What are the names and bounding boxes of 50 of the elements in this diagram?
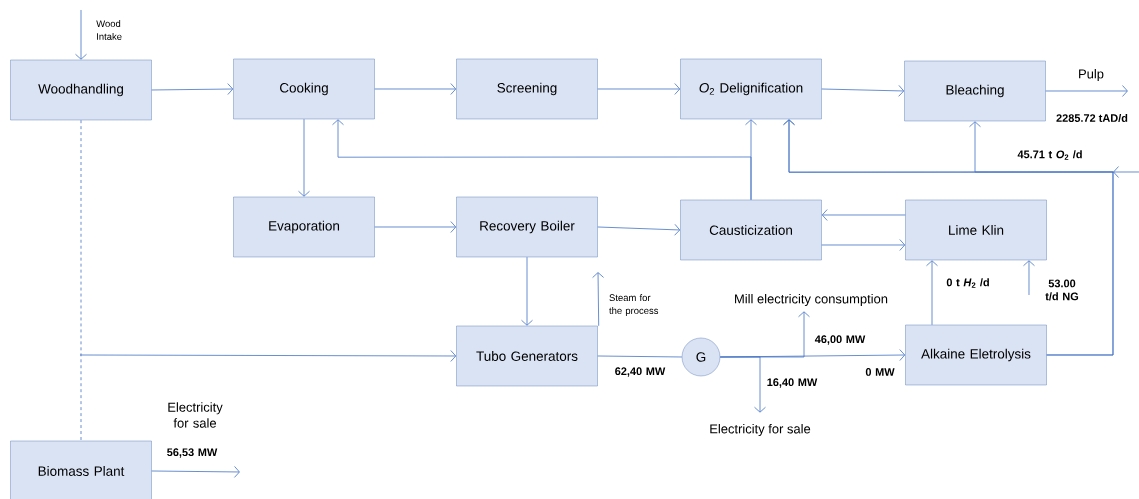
flow-text: Mill electricity consumption bbox=[735, 293, 888, 307]
edge-label: Steam for the process bbox=[609, 294, 659, 316]
arrow bbox=[926, 260, 938, 326]
flow-text: Electricity for sale bbox=[710, 423, 811, 437]
arrow bbox=[969, 121, 1114, 356]
arrow bbox=[597, 83, 681, 95]
process-box: Tubo Generators bbox=[456, 325, 598, 387]
edge-label: 62,40 MW bbox=[615, 367, 666, 377]
arrow bbox=[79, 350, 457, 362]
arrow bbox=[597, 223, 681, 236]
dashed-line bbox=[80, 119, 82, 442]
arrow bbox=[374, 83, 457, 95]
process-box: Recovery Boiler bbox=[456, 196, 598, 258]
arrow bbox=[719, 356, 766, 413]
arrow bbox=[821, 239, 906, 251]
arrow bbox=[332, 119, 752, 201]
process-box: Lime Klin bbox=[905, 199, 1047, 261]
edge-label: 0 MW bbox=[865, 368, 895, 376]
edge-label: 16,40 MW bbox=[767, 378, 818, 388]
process-box: Screening bbox=[456, 58, 598, 120]
arrow bbox=[75, 9, 87, 60]
arrow bbox=[821, 84, 905, 97]
process-box: Cooking bbox=[233, 58, 375, 120]
process-box: Woodhandling bbox=[10, 59, 152, 121]
arrow bbox=[1023, 260, 1035, 296]
process-box: Causticization bbox=[680, 199, 822, 261]
process-box: Alkaine Eletrolysis bbox=[905, 324, 1047, 386]
edge-label: Pulp bbox=[1079, 68, 1104, 82]
text-label: Electricity for sale bbox=[168, 402, 223, 428]
edge-label: Wood Intake bbox=[96, 20, 122, 40]
edge-label: 46,00 MW bbox=[814, 335, 866, 345]
process-box: Biomass Plant bbox=[10, 440, 152, 499]
arrow bbox=[592, 272, 604, 327]
edge-label: 45.71 t O$_{2}$ /d bbox=[1017, 150, 1082, 160]
edge-label: 56,53 MW bbox=[167, 448, 218, 458]
line bbox=[597, 355, 683, 358]
arrow bbox=[298, 118, 310, 197]
edge-label: 0 t H$_{2}$ /d bbox=[946, 278, 989, 288]
arrow bbox=[521, 256, 533, 326]
process-box: Evaporation bbox=[233, 196, 375, 258]
arrow bbox=[1045, 85, 1128, 97]
process-box: O$_{2}$ Delignification bbox=[680, 58, 822, 120]
arrow bbox=[783, 119, 1139, 178]
value-label: 2285.72 tAD/d bbox=[1056, 113, 1128, 123]
edge-label: 53.00 t/d NG bbox=[1045, 279, 1079, 301]
arrow bbox=[151, 83, 234, 95]
arrow bbox=[374, 221, 457, 233]
arrow bbox=[821, 209, 906, 221]
process-box: Bleaching bbox=[904, 60, 1046, 122]
arrow bbox=[151, 466, 240, 478]
